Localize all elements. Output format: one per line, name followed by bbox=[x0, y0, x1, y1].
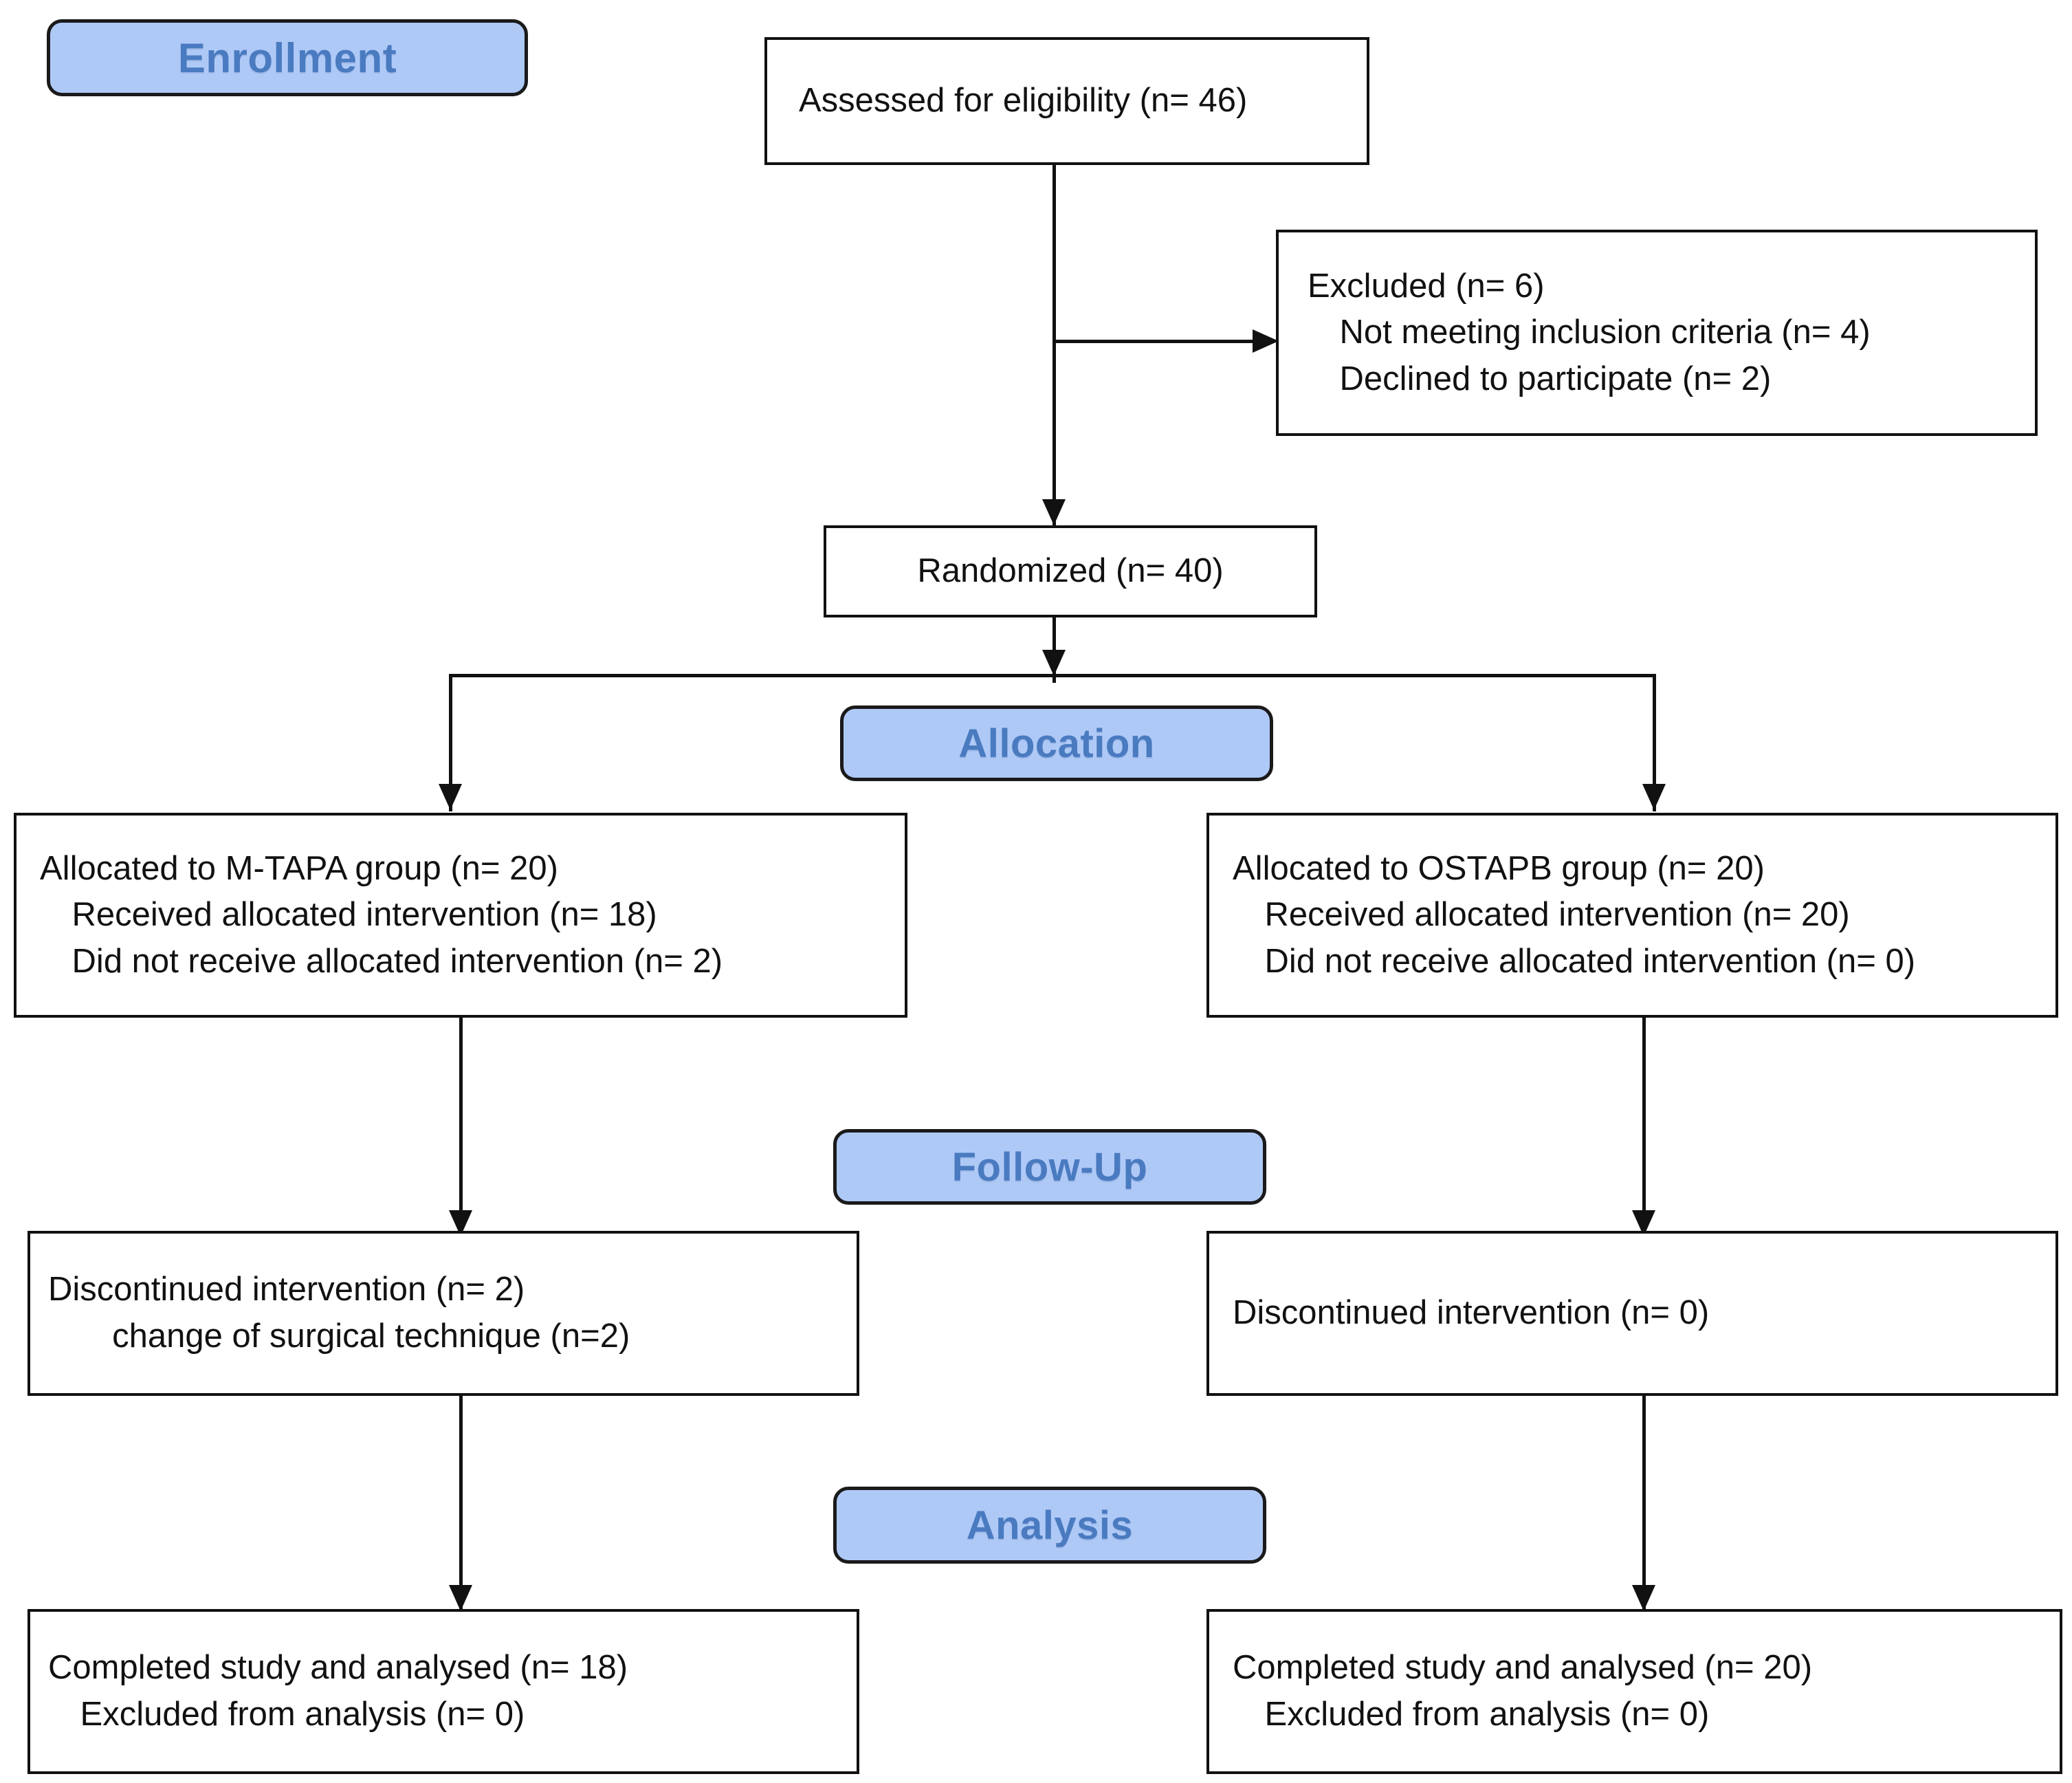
analysis-right-line-1: Completed study and analysed (n= 20) bbox=[1233, 1649, 1813, 1687]
arrowhead-excluded bbox=[1253, 329, 1279, 353]
box-allocated-ostapb[interactable]: Allocated to OSTAPB group (n= 20) Receiv… bbox=[1206, 813, 2058, 1018]
stage-badge-allocation[interactable]: Allocation bbox=[840, 705, 1273, 781]
connector-trunk-to-excluded bbox=[1052, 340, 1272, 343]
box-assessed-for-eligibility[interactable]: Assessed for eligibility (n= 46) bbox=[764, 37, 1369, 165]
connector-assessed-to-randomized bbox=[1052, 85, 1056, 525]
excluded-line-2: Not meeting inclusion criteria (n= 4) bbox=[1339, 314, 1871, 351]
stage-badge-analysis[interactable]: Analysis bbox=[833, 1487, 1266, 1564]
connector-allocated-left-to-followup-left bbox=[459, 1018, 463, 1238]
followup-right-line-1: Discontinued intervention (n= 0) bbox=[1233, 1294, 1710, 1332]
allocated-right-line-2: Received allocated intervention (n= 20) bbox=[1264, 896, 1850, 934]
arrowhead-allocated-left bbox=[439, 784, 462, 810]
box-randomized[interactable]: Randomized (n= 40) bbox=[824, 525, 1317, 617]
allocated-left-line-3: Did not receive allocated intervention (… bbox=[71, 942, 723, 980]
stage-label-allocation: Allocation bbox=[958, 721, 1155, 766]
stage-label-followup: Follow-Up bbox=[951, 1144, 1148, 1190]
arrowhead-allocated-right bbox=[1642, 784, 1666, 810]
box-discontinued-ostapb[interactable]: Discontinued intervention (n= 0) bbox=[1206, 1231, 2058, 1396]
arrowhead-split bbox=[1042, 650, 1066, 676]
allocated-right-line-1: Allocated to OSTAPB group (n= 20) bbox=[1233, 849, 1765, 887]
arrowhead-randomized bbox=[1042, 499, 1066, 525]
connector-followup-left-to-analysis-left bbox=[459, 1396, 463, 1616]
connector-split-to-allocated-right bbox=[1653, 674, 1656, 811]
box-analysed-m-tapa[interactable]: Completed study and analysed (n= 18) Exc… bbox=[27, 1609, 859, 1774]
stage-badge-enrollment[interactable]: Enrollment bbox=[47, 19, 528, 96]
allocated-right-line-3: Did not receive allocated intervention (… bbox=[1264, 942, 1916, 980]
box-excluded[interactable]: Excluded (n= 6) Not meeting inclusion cr… bbox=[1276, 230, 2038, 436]
stage-label-enrollment: Enrollment bbox=[177, 34, 397, 81]
connector-allocated-right-to-followup-right bbox=[1642, 1018, 1646, 1238]
followup-left-line-1: Discontinued intervention (n= 2) bbox=[48, 1271, 525, 1309]
stage-label-analysis: Analysis bbox=[966, 1502, 1134, 1548]
analysis-left-line-2: Excluded from analysis (n= 0) bbox=[80, 1696, 525, 1733]
box-discontinued-m-tapa[interactable]: Discontinued intervention (n= 2) change … bbox=[27, 1231, 859, 1396]
stage-badge-followup[interactable]: Follow-Up bbox=[833, 1129, 1266, 1205]
excluded-line-3: Declined to participate (n= 2) bbox=[1339, 360, 1772, 397]
assessed-line-1: Assessed for eligibility (n= 46) bbox=[799, 82, 1248, 120]
excluded-line-1: Excluded (n= 6) bbox=[1308, 267, 1545, 305]
box-analysed-ostapb[interactable]: Completed study and analysed (n= 20) Exc… bbox=[1206, 1609, 2062, 1774]
randomized-line-1: Randomized (n= 40) bbox=[917, 552, 1224, 590]
box-allocated-m-tapa[interactable]: Allocated to M-TAPA group (n= 20) Receiv… bbox=[14, 813, 907, 1018]
allocated-left-line-2: Received allocated intervention (n= 18) bbox=[71, 896, 657, 934]
analysis-left-line-1: Completed study and analysed (n= 18) bbox=[48, 1649, 628, 1687]
arrowhead-analysis-right bbox=[1632, 1585, 1655, 1611]
analysis-right-line-2: Excluded from analysis (n= 0) bbox=[1264, 1696, 1710, 1733]
arrowhead-analysis-left bbox=[449, 1585, 472, 1611]
allocated-left-line-1: Allocated to M-TAPA group (n= 20) bbox=[40, 849, 558, 887]
followup-left-line-2: change of surgical technique (n=2) bbox=[112, 1317, 630, 1355]
connector-split-to-allocated-left bbox=[449, 674, 452, 811]
connector-followup-right-to-analysis-right bbox=[1642, 1396, 1646, 1616]
